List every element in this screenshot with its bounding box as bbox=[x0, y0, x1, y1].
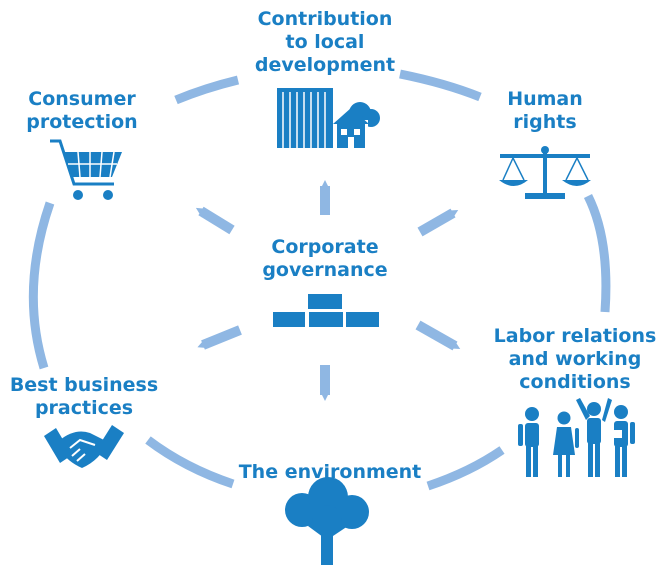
scales-icon bbox=[499, 146, 591, 199]
ring-arc-top-right bbox=[399, 69, 482, 102]
shopping-cart-icon bbox=[50, 139, 122, 200]
brick-wall-icon bbox=[273, 294, 379, 327]
people-icon bbox=[518, 398, 635, 477]
ring bbox=[28, 69, 611, 491]
arrow-lower-left bbox=[197, 325, 242, 350]
ring-arc-left bbox=[28, 201, 55, 370]
ring-arc-bottom-right bbox=[426, 446, 505, 491]
tree-icon bbox=[285, 477, 369, 565]
handshake-icon bbox=[44, 425, 124, 468]
ring-arc-bottom-left bbox=[145, 436, 235, 489]
buildings-icon bbox=[277, 88, 380, 148]
arrow-upper-left bbox=[195, 206, 235, 235]
arrows bbox=[195, 180, 461, 401]
node-label-consumer: Consumer protection bbox=[26, 88, 138, 133]
node-label-environment: The environment bbox=[238, 461, 422, 483]
node-label-labor: Labor relations and working conditions bbox=[493, 325, 657, 393]
center-label: Corporate governance bbox=[262, 236, 388, 281]
arrow-upper-right bbox=[417, 208, 459, 237]
ring-arc-top-left bbox=[174, 75, 240, 105]
node-label-contribution: Contribution to local development bbox=[254, 8, 396, 76]
node-label-best-practices: Best business practices bbox=[9, 374, 159, 419]
arrow-lower-right bbox=[415, 320, 461, 351]
node-label-human-rights: Human rights bbox=[507, 88, 583, 133]
ring-arc-right bbox=[583, 193, 611, 313]
